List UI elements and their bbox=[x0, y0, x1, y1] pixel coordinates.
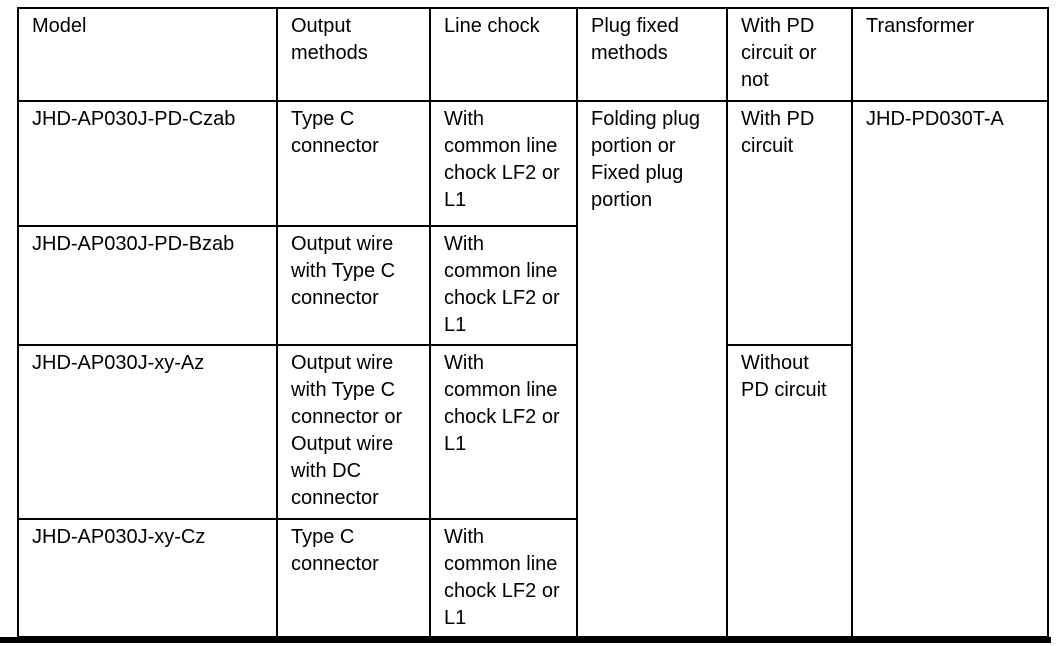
table-row: JHD-AP030J-PD-Czab Type C connector With… bbox=[17, 100, 1049, 638]
plug-fixed-methods-cell: Folding plug portion or Fixed plug porti… bbox=[576, 100, 728, 638]
table-row: JHD-AP030J-xy-Az Output wire with Type C… bbox=[17, 344, 1048, 638]
column-header-line-chock: Line chock bbox=[429, 7, 578, 102]
header-row: Model Output methods Line chock Plug fix… bbox=[17, 7, 1049, 102]
table-row: JHD-AP030J-xy-Cz Type C connector With c… bbox=[17, 518, 1048, 638]
line-chock-cell: With common line chock LF2 or L1 bbox=[429, 100, 578, 227]
pd-circuit-cell-without: Without PD circuit bbox=[726, 344, 853, 638]
model-spec-table: Model Output methods Line chock Plug fix… bbox=[17, 7, 1049, 638]
output-method-cell: Type C connector bbox=[276, 518, 431, 638]
line-chock-cell: With common line chock LF2 or L1 bbox=[429, 225, 578, 346]
model-cell: JHD-AP030J-PD-Czab bbox=[17, 100, 278, 227]
model-cell: JHD-AP030J-xy-Cz bbox=[17, 518, 278, 638]
pd-circuit-cell-with: With PD circuit bbox=[726, 100, 853, 346]
table-row: JHD-AP030J-PD-Bzab Output wire with Type… bbox=[17, 225, 1048, 346]
output-method-cell: Output wire with Type C connector or Out… bbox=[276, 344, 431, 520]
line-chock-cell: With common line chock LF2 or L1 bbox=[429, 344, 578, 520]
column-header-pd-circuit: With PD circuit or not bbox=[726, 7, 853, 102]
output-method-cell: Output wire with Type C connector bbox=[276, 225, 431, 346]
column-header-plug-fixed-methods: Plug fixed methods bbox=[576, 7, 728, 102]
output-method-cell: Type C connector bbox=[276, 100, 431, 227]
model-cell: JHD-AP030J-PD-Bzab bbox=[17, 225, 278, 346]
column-header-transformer: Transformer bbox=[851, 7, 1049, 102]
column-header-output-methods: Output methods bbox=[276, 7, 431, 102]
column-header-model: Model bbox=[17, 7, 278, 102]
model-cell: JHD-AP030J-xy-Az bbox=[17, 344, 278, 520]
page-bottom-rule bbox=[0, 637, 1051, 643]
transformer-cell: JHD-PD030T-A bbox=[851, 100, 1049, 638]
line-chock-cell: With common line chock LF2 or L1 bbox=[429, 518, 578, 638]
